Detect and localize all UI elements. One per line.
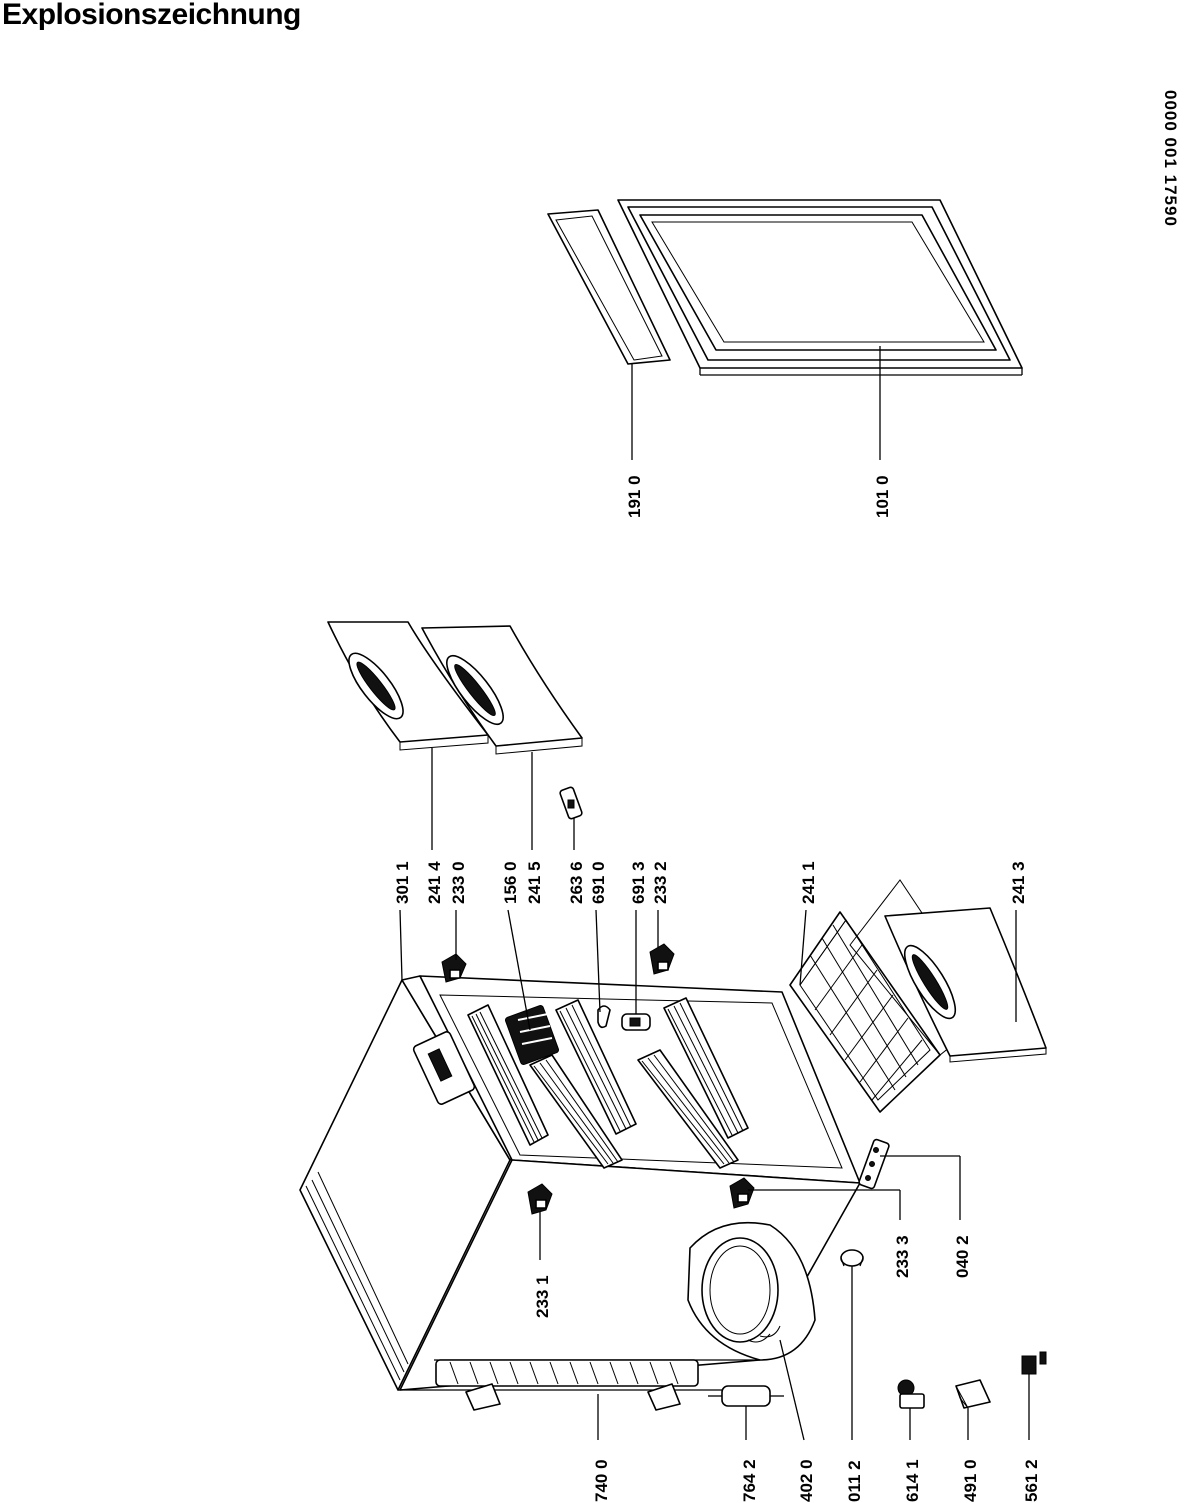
label-691-0: 691 0	[589, 861, 608, 904]
door	[617, 199, 1023, 376]
label-241-4: 241 4	[425, 861, 444, 904]
label-691-3: 691 3	[629, 861, 648, 904]
connector	[1021, 1351, 1047, 1380]
label-301-1: 301 1	[393, 861, 412, 904]
condenser	[435, 1359, 699, 1411]
label-040-2: 040 2	[953, 1235, 972, 1278]
hinge-2331	[527, 1183, 553, 1215]
door-strip	[547, 209, 671, 365]
bottom-bracket	[858, 1138, 890, 1190]
label-233-3: 233 3	[893, 1235, 912, 1278]
label-156-0: 156 0	[501, 861, 520, 904]
label-101-0: 101 0	[873, 475, 892, 518]
flap-upper	[327, 621, 489, 751]
small-part-2636	[559, 786, 583, 820]
label-740-0: 740 0	[592, 1459, 611, 1502]
compressor	[687, 1221, 816, 1361]
label-241-1: 241 1	[799, 861, 818, 904]
part-labels: 740 0 764 2 402 0 011 2 614 1 491 0 561 …	[393, 475, 1041, 1502]
leader-lines	[399, 346, 1030, 1441]
basket	[789, 879, 991, 1113]
top-hinge	[412, 1031, 476, 1105]
hinge-2332	[649, 943, 675, 975]
flap-bottom	[884, 907, 1047, 1063]
label-191-0: 191 0	[625, 475, 644, 518]
label-241-5: 241 5	[525, 861, 544, 904]
small-part-6910	[597, 1005, 611, 1029]
label-011-2: 011 2	[845, 1460, 864, 1502]
flap-lower	[421, 625, 583, 755]
label-402-0: 402 0	[797, 1459, 816, 1502]
label-764-2: 764 2	[740, 1459, 759, 1502]
label-561-2: 561 2	[1022, 1459, 1041, 1502]
small-part-6913	[621, 1013, 651, 1031]
shelves	[467, 997, 749, 1169]
label-233-0: 233 0	[449, 861, 468, 904]
hinge-2330	[441, 953, 467, 983]
thermostat	[897, 1379, 925, 1409]
label-233-2: 233 2	[651, 861, 670, 904]
ice-tray	[505, 1005, 559, 1065]
control-box	[955, 1379, 991, 1409]
label-233-1: 233 1	[533, 1275, 552, 1318]
label-491-0: 491 0	[961, 1459, 980, 1502]
label-241-3: 241 3	[1009, 861, 1028, 904]
label-263-6: 263 6	[567, 861, 586, 904]
filter-drier	[708, 1385, 784, 1407]
label-614-1: 614 1	[903, 1459, 922, 1502]
hinge-2333	[729, 1177, 755, 1209]
foot	[840, 1249, 864, 1267]
page-title: Explosionszeichnung	[2, 0, 301, 31]
